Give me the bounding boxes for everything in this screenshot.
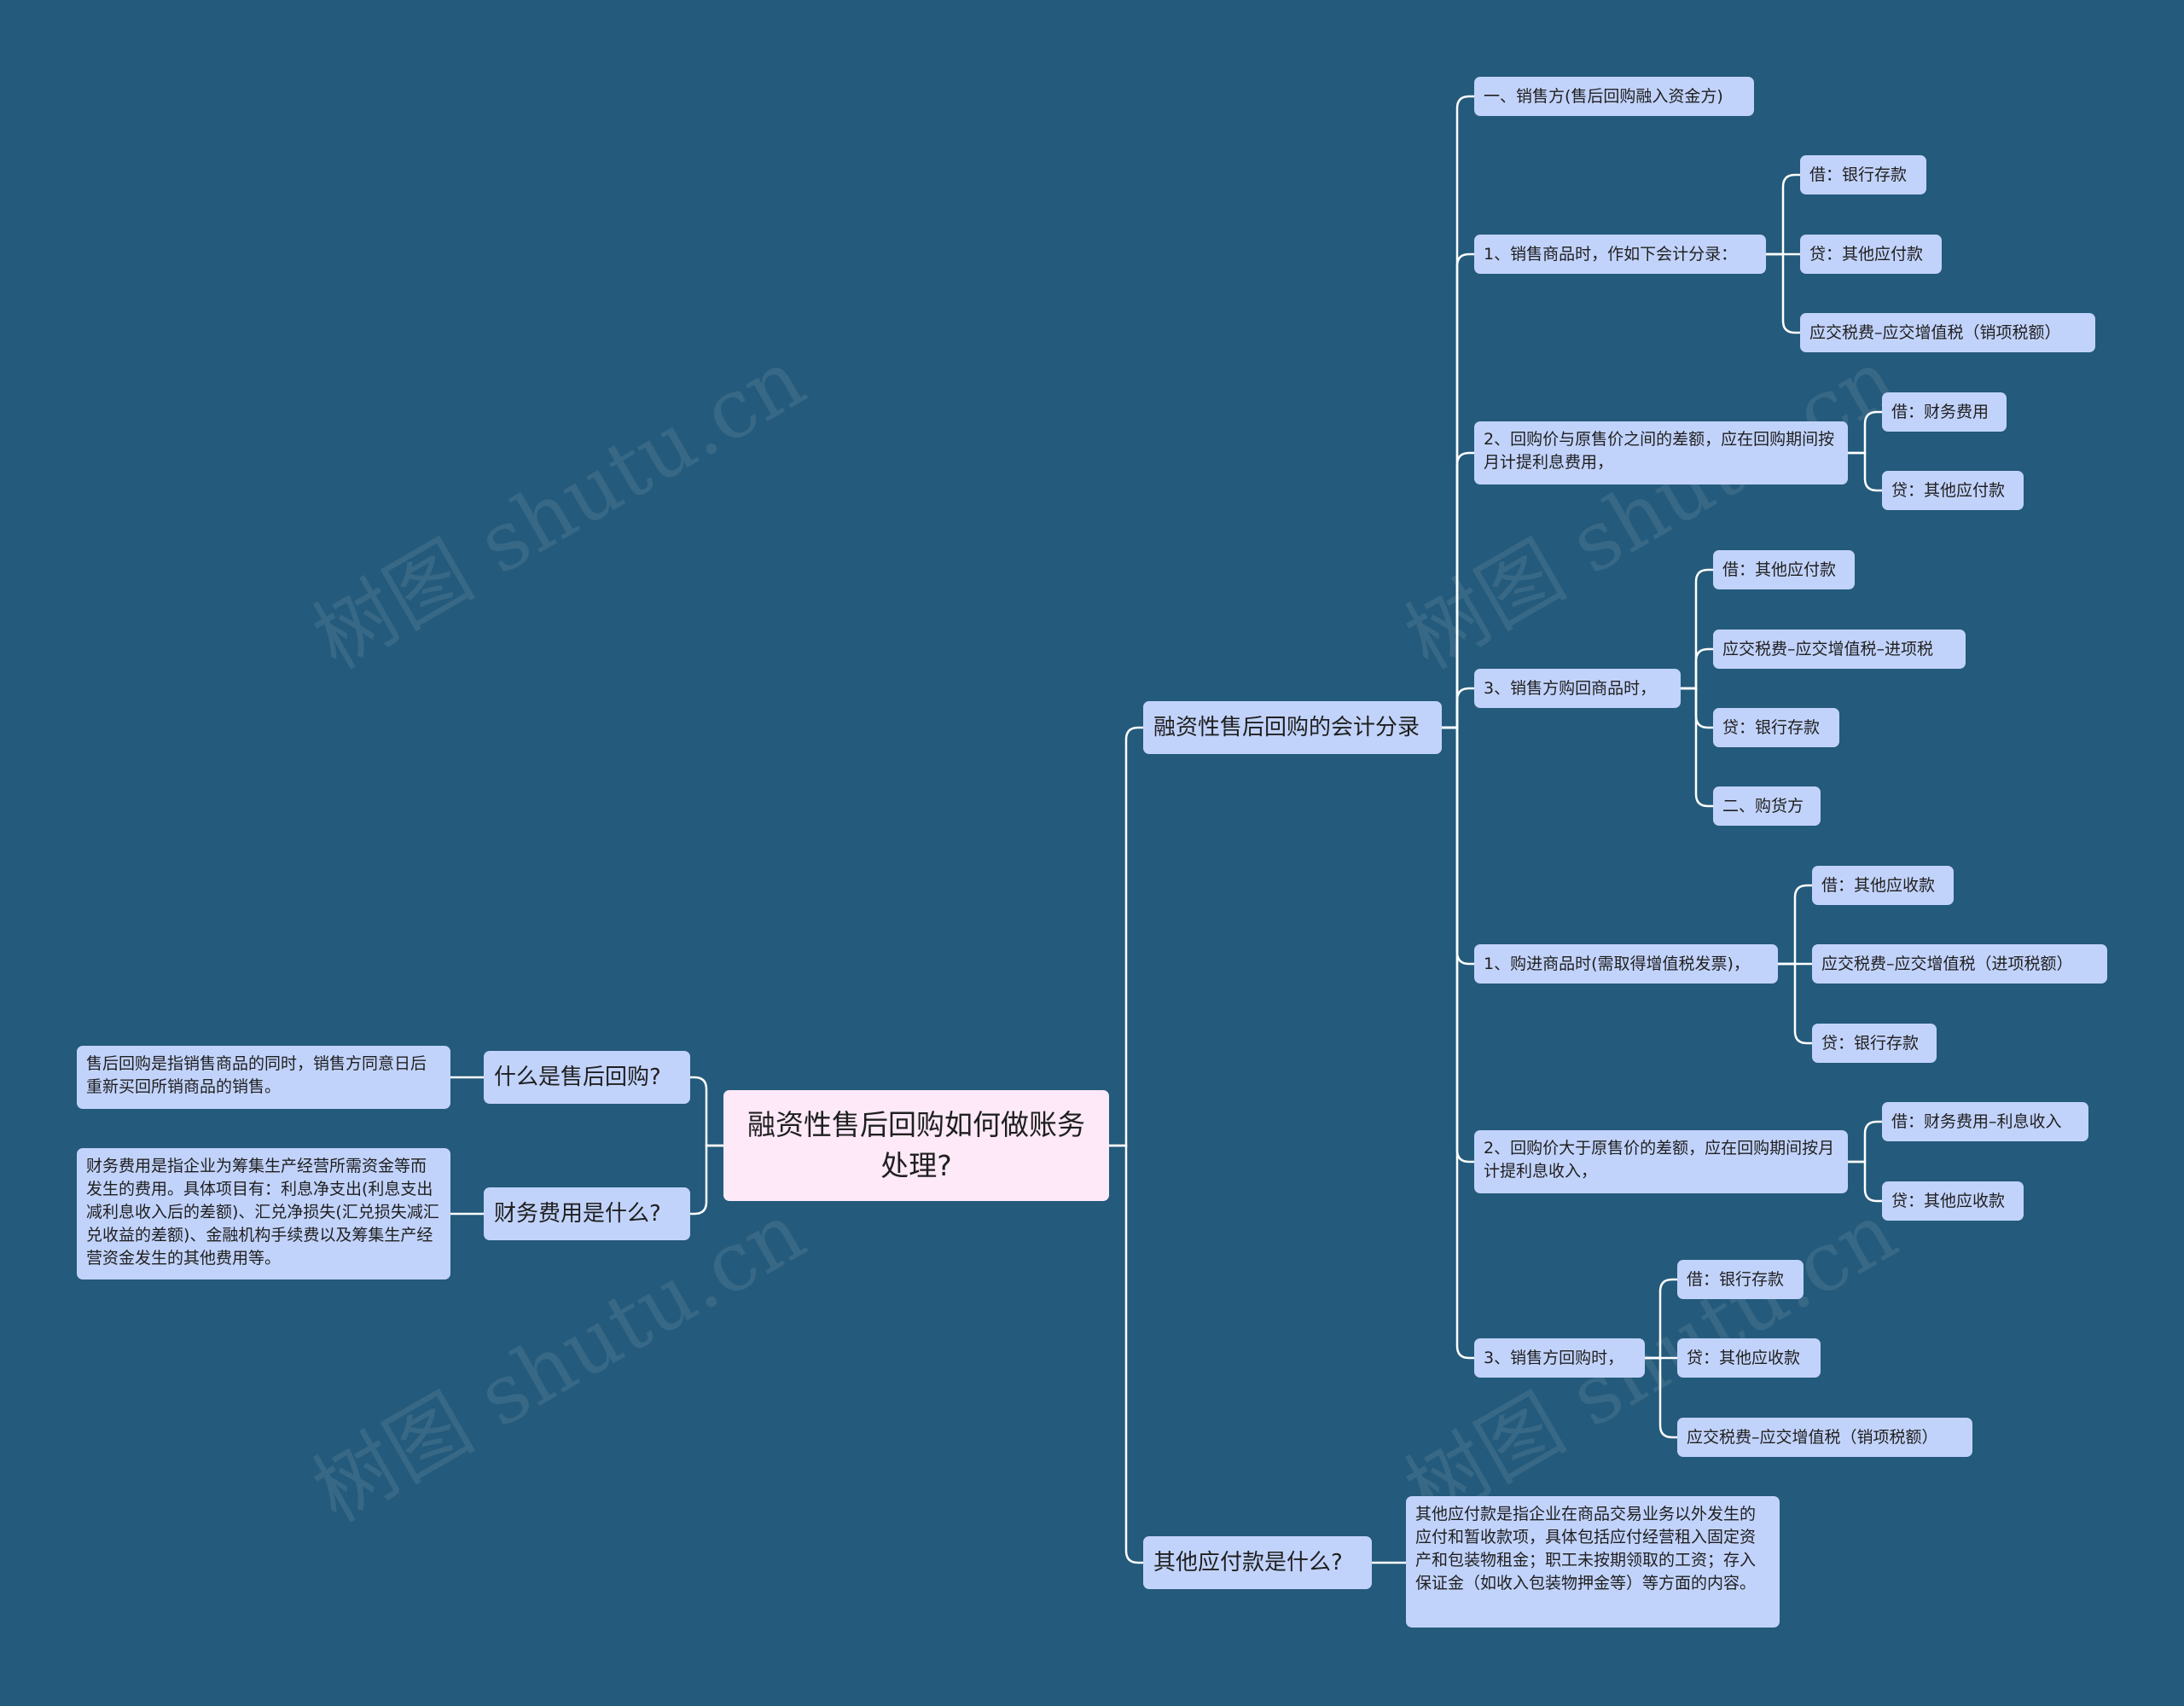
entry-leaf[interactable]: 贷：其他应付款 (1882, 471, 2024, 510)
connector-line (1645, 1356, 1677, 1439)
connector-line (1109, 726, 1143, 1147)
entry-leaf[interactable]: 贷：其他应收款 (1677, 1338, 1821, 1378)
connector-line (1778, 962, 1812, 1045)
connector-line (1681, 647, 1713, 690)
entry-leaf[interactable]: 借：银行存款 (1677, 1260, 1804, 1299)
connector-line (1766, 252, 1800, 334)
entry-leaf[interactable]: 借：其他应收款 (1812, 866, 1954, 905)
connector-line (1848, 451, 1882, 492)
note-sale-leaseback[interactable]: 售后回购是指销售商品的同时，销售方同意日后重新买回所销商品的销售。 (77, 1046, 450, 1109)
connector-line (1848, 1120, 1882, 1163)
entry-leaf[interactable]: 借：财务费用–利息收入 (1882, 1102, 2088, 1141)
entry-leaf[interactable]: 贷：银行存款 (1713, 708, 1839, 747)
entry-leaf[interactable]: 应交税费–应交增值税（销项税额） (1800, 313, 2095, 352)
entry-leaf[interactable]: 应交税费–应交增值税–进项税 (1713, 630, 1966, 669)
entry-leaf[interactable]: 借：财务费用 (1882, 392, 2007, 432)
entry-item[interactable]: 2、回购价大于原售价的差额，应在回购期间按月计提利息收入， (1474, 1130, 1848, 1193)
note-finance-expense[interactable]: 财务费用是指企业为筹集生产经营所需资金等而发生的费用。具体项目有：利息净支出(利… (77, 1148, 450, 1280)
connector-line (1442, 95, 1474, 729)
entry-leaf[interactable]: 应交税费–应交增值税（销项税额） (1677, 1418, 1972, 1457)
entry-item[interactable]: 3、销售方购回商品时， (1474, 669, 1681, 708)
connector-line (690, 1144, 723, 1216)
entry-leaf[interactable]: 二、购货方 (1713, 786, 1821, 826)
entry-leaf[interactable]: 应交税费–应交增值税（进项税额） (1812, 944, 2107, 984)
connector-line (1848, 410, 1882, 455)
entry-item[interactable]: 1、销售商品时，作如下会计分录： (1474, 235, 1766, 274)
entry-leaf[interactable]: 借：银行存款 (1800, 155, 1926, 194)
connector-line (1442, 726, 1474, 1360)
entry-item[interactable]: 1、购进商品时(需取得增值税发票)， (1474, 944, 1778, 984)
entry-item[interactable]: 3、销售方回购时， (1474, 1338, 1645, 1378)
connector-line (1109, 1144, 1143, 1564)
entry-leaf[interactable]: 借：其他应付款 (1713, 550, 1855, 589)
topic-what-is-finance-expense[interactable]: 财务费用是什么? (484, 1187, 690, 1240)
topic-accounting-entries[interactable]: 融资性售后回购的会计分录 (1143, 701, 1442, 754)
entry-leaf[interactable]: 贷：其他应收款 (1882, 1181, 2024, 1221)
root-topic[interactable]: 融资性售后回购如何做账务处理? (723, 1090, 1109, 1201)
topic-other-payables[interactable]: 其他应付款是什么? (1143, 1536, 1372, 1589)
connector-line (1778, 884, 1812, 966)
entry-item[interactable]: 2、回购价与原售价之间的差额，应在回购期间按月计提利息费用， (1474, 421, 1848, 485)
topic-what-is-sale-leaseback[interactable]: 什么是售后回购? (484, 1051, 690, 1104)
connector-line (1442, 252, 1474, 729)
connector-line (1442, 687, 1474, 729)
connector-line (1645, 1278, 1677, 1360)
connector-line (1681, 568, 1713, 690)
connector-line (1848, 1160, 1882, 1203)
entry-leaf[interactable]: 贷：银行存款 (1812, 1024, 1937, 1063)
connector-line (690, 1076, 723, 1147)
connector-line (1766, 173, 1800, 256)
connector-line (1681, 687, 1713, 808)
entry-item[interactable]: 一、销售方(售后回购融入资金方) (1474, 77, 1754, 116)
note-other-payables[interactable]: 其他应付款是指企业在商品交易业务以外发生的应付和暂收款项，具体包括应付经营租入固… (1406, 1496, 1780, 1628)
entry-leaf[interactable]: 贷：其他应付款 (1800, 235, 1942, 274)
connector-line (1442, 451, 1474, 729)
